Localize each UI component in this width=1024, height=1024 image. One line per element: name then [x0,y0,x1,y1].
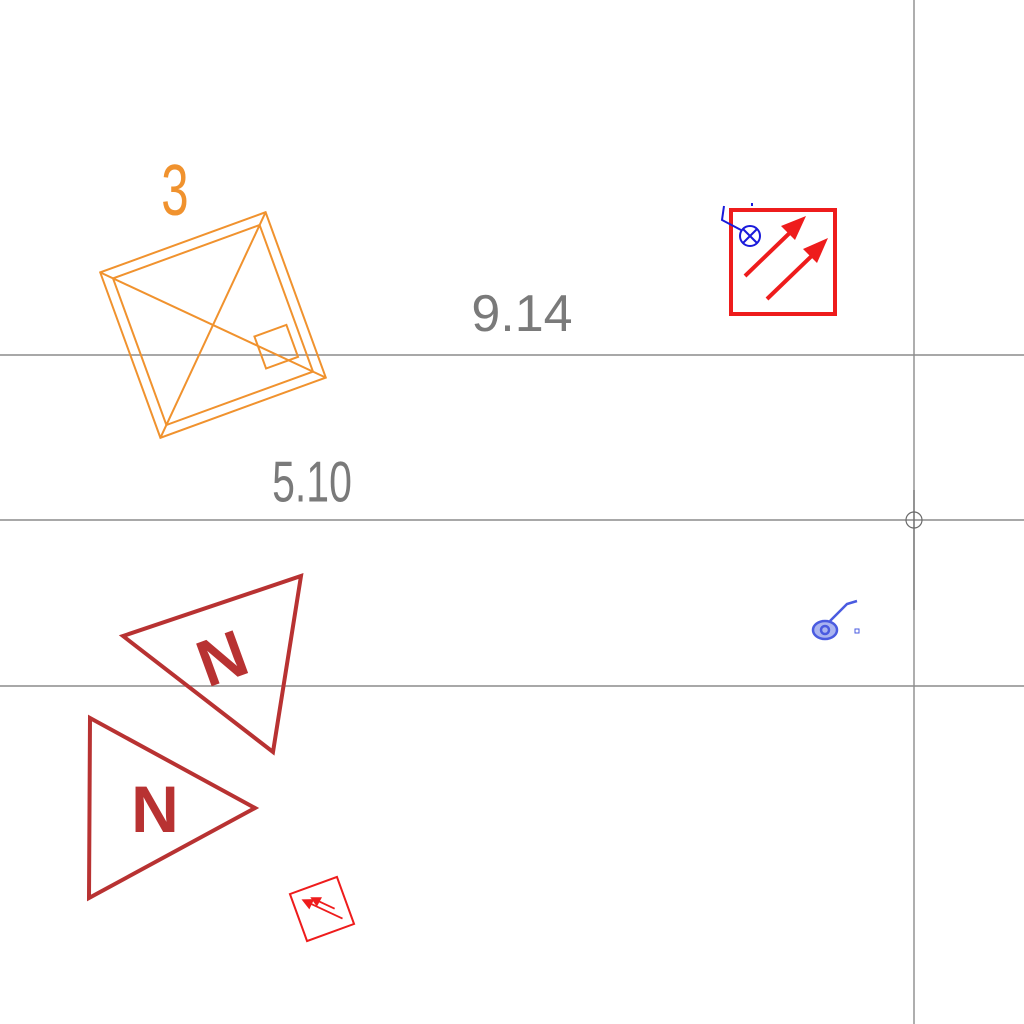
dimension-label-lower: 5.10 [272,450,352,514]
north-arrow-symbol-lower-icon[interactable]: N [86,714,260,902]
room-tag-number: 3 [161,151,188,232]
north-letter-lower: N [131,772,179,846]
fixture-symbol-top-icon[interactable] [720,203,761,247]
exit-arrow-symbol-small-icon[interactable] [288,875,356,943]
exit-arrow-symbol-large-icon[interactable] [729,208,837,316]
fixture-symbol-right-icon[interactable] [811,599,860,641]
north-letter-upper: N [187,615,257,701]
skylight-symbol-icon[interactable] [98,210,328,440]
dimension-label-upper: 9.14 [471,285,572,343]
north-arrow-symbol-upper-icon[interactable]: N [118,573,304,756]
crosshair-cursor-icon [905,490,923,610]
